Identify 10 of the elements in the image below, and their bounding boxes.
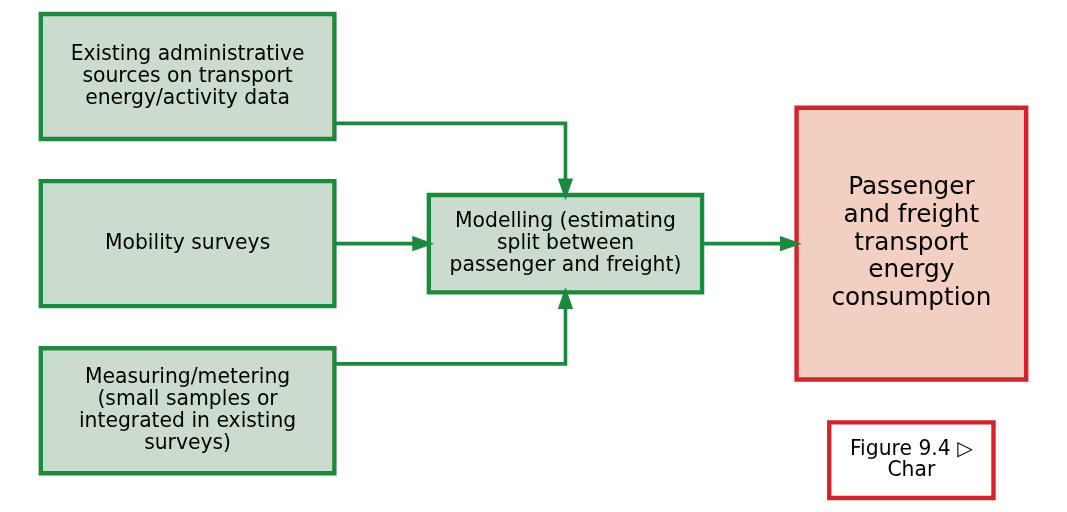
node-box: Measuring/metering (small samples or integrated in existing surveys) (38, 346, 337, 476)
node-box: Passenger and freight transport energy consumption (794, 105, 1029, 382)
node-box: Figure 9.4 ▷ Char (827, 420, 996, 501)
node-box: Modelling (estimating split between passenger and freight) (426, 192, 705, 295)
node-box: Mobility surveys (38, 178, 337, 309)
arrow (334, 121, 574, 201)
node-box: Existing administrative sources on transport energy/activity data (38, 11, 337, 142)
arrow (334, 236, 435, 252)
arrow (334, 287, 574, 366)
arrow (702, 236, 802, 252)
